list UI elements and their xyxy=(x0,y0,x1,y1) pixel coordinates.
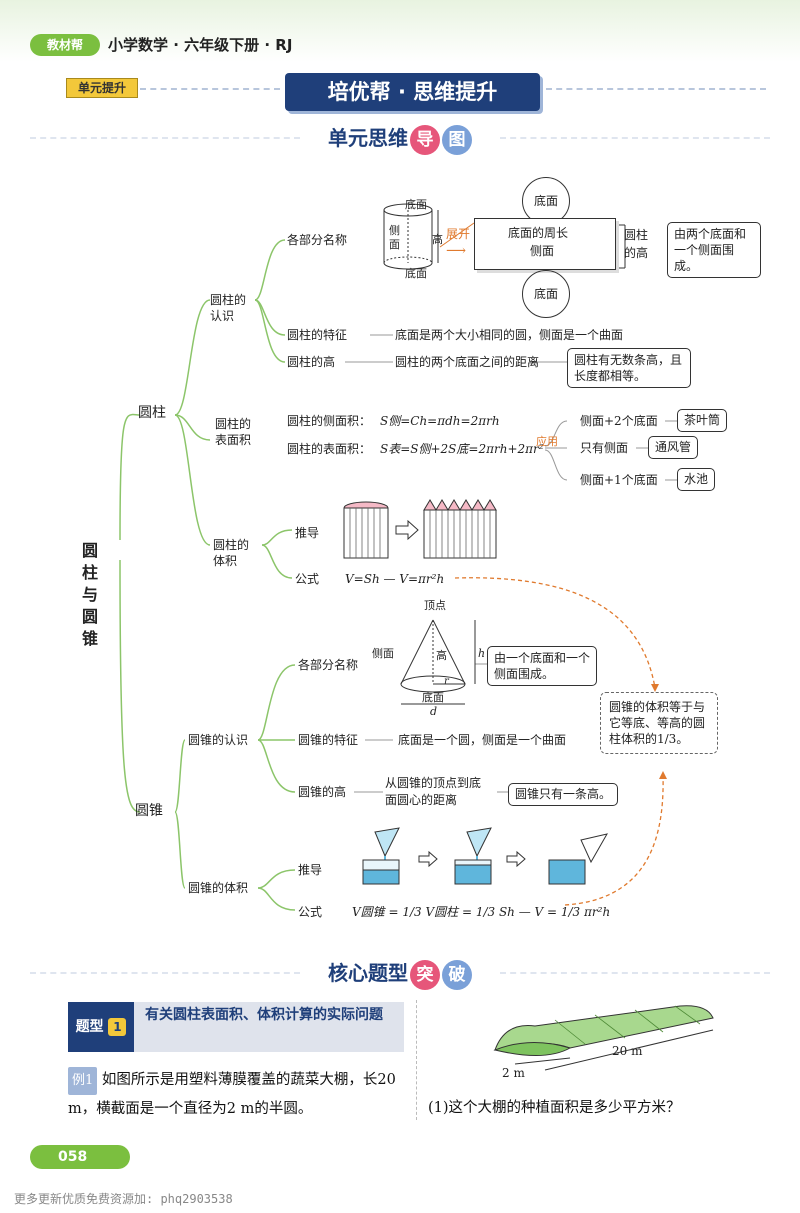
question-number: 1 xyxy=(108,1018,127,1036)
book-title: 小学数学 · 六年级下册 · RJ xyxy=(108,36,293,54)
brand-logo: 教材帮 xyxy=(30,34,100,56)
width-label: 2 m xyxy=(502,1066,525,1080)
page-banner: 培优帮 · 思维提升 xyxy=(285,73,540,111)
cone-figure xyxy=(400,619,476,705)
divider xyxy=(30,137,300,139)
divider xyxy=(546,88,766,90)
node-cyl-volume: 圆柱的体积 xyxy=(213,538,250,568)
cyl-height-text: 圆柱的两个底面之间的距离 xyxy=(395,355,540,369)
node-cyl-parts: 各部分名称 xyxy=(287,233,348,247)
node-cone-recognition: 圆锥的认识 xyxy=(188,733,249,747)
node-cone: 圆锥 xyxy=(135,803,163,819)
node-cyl-recognition: 圆柱的认识 xyxy=(210,293,247,323)
cyl-feature-text: 底面是两个大小相同的圆，侧面是一个曲面 xyxy=(395,328,624,342)
greenhouse-figure xyxy=(493,1005,714,1071)
section-title-mindmap: 单元思维导图 xyxy=(300,122,500,155)
example-body: 如图所示是用塑料薄膜覆盖的蔬菜大棚，长20 m，横截面是一个直径为2 m的半圆。 xyxy=(68,1072,396,1117)
cyl-height-note: 圆柱有无数条高，且长度都相等。 xyxy=(567,348,691,388)
section-title-text: 核心题型 xyxy=(328,961,408,985)
rect-bottom-circle: 底面 xyxy=(522,270,570,318)
section-title-core: 核心题型突破 xyxy=(300,957,500,990)
title-badge: 破 xyxy=(442,960,472,990)
node-cyl-area: 圆柱的表面积 xyxy=(215,417,252,447)
question-type-tag: 题型 1 xyxy=(68,1002,134,1052)
cyl-formula-label: 公式 xyxy=(295,572,320,586)
cyl-surface-label: 圆柱的表面积： xyxy=(287,442,372,456)
apply-label: 应用 xyxy=(536,435,558,448)
rect-circumference: 底面的周长 xyxy=(508,226,569,240)
title-badge: 突 xyxy=(410,960,440,990)
cyl-fig-height: 高 xyxy=(432,233,443,246)
cone-height-note: 圆锥只有一条高。 xyxy=(508,783,619,806)
cyl-side-area-label: 圆柱的侧面积： xyxy=(287,414,372,428)
cone-fig-r: r xyxy=(444,676,449,687)
header-band xyxy=(0,0,800,62)
unfolded-rectangle xyxy=(474,218,616,270)
title-badge: 图 xyxy=(442,125,472,155)
length-label: 20 m xyxy=(612,1044,643,1058)
example-text: 例1 如图所示是用塑料薄膜覆盖的蔬菜大棚，长20 m，横截面是一个直径为2 m的… xyxy=(68,1066,408,1123)
cyl-fig-top: 底面 xyxy=(405,198,427,211)
app2-label: 只有侧面 xyxy=(580,441,629,455)
cone-height-text2: 面圆心的距离 xyxy=(385,793,458,807)
cone-derive: 推导 xyxy=(298,863,323,877)
cone-fig-apex: 顶点 xyxy=(424,599,446,612)
unfold-label: 展开 xyxy=(446,227,471,241)
cyl-fig-bottom: 底面 xyxy=(405,267,427,280)
cone-derive-figure xyxy=(362,827,609,885)
cone-fig-base: 底面 xyxy=(422,691,444,704)
footer-note: 更多更新优质免费资源加: phq2903538 xyxy=(14,1192,233,1206)
cone-feature-text: 底面是一个圆，侧面是一个曲面 xyxy=(398,733,567,747)
divider xyxy=(500,972,770,974)
app2-example: 通风管 xyxy=(648,436,699,459)
node-cyl-height: 圆柱的高 xyxy=(287,355,336,369)
node-cone-height: 圆锥的高 xyxy=(298,785,347,799)
cyl-parts-note: 由两个底面和一个侧面围成。 xyxy=(667,222,761,278)
node-cyl-feature: 圆柱的特征 xyxy=(287,328,348,342)
rect-height-label: 圆柱的高 xyxy=(624,228,649,260)
sub-question-1: (1)这个大棚的种植面积是多少平方米？ xyxy=(428,1100,681,1116)
column-divider xyxy=(416,1000,417,1120)
question-tag-text: 题型 xyxy=(75,1019,104,1035)
cyl-surface-formula: S表=S侧+2S底=2πrh+2πr² xyxy=(380,442,544,456)
cone-height-text1: 从圆锥的顶点到底 xyxy=(385,776,482,790)
cone-parts-note: 由一个底面和一个侧面围成。 xyxy=(487,646,597,686)
cyl-volume-formula: V=Sh — V=πr²h xyxy=(345,572,445,586)
node-cone-parts: 各部分名称 xyxy=(298,658,359,672)
app3-example: 水池 xyxy=(677,468,716,491)
arrow-right-icon: ⟶ xyxy=(446,243,467,259)
cyl-fig-side: 侧面 xyxy=(389,224,400,251)
cone-formula-label: 公式 xyxy=(298,905,323,919)
title-badge: 导 xyxy=(410,125,440,155)
cylinder-figure xyxy=(383,203,475,270)
cone-fig-h: h xyxy=(478,647,486,660)
node-cone-feature: 圆锥的特征 xyxy=(298,733,359,747)
node-cone-volume: 圆锥的体积 xyxy=(188,881,249,895)
cylinder-derive-figure xyxy=(343,499,497,559)
cone-fig-height: 高 xyxy=(436,649,447,662)
section-title-text: 单元思维 xyxy=(328,126,408,150)
divider xyxy=(140,88,280,90)
example-tag: 例1 xyxy=(68,1067,98,1095)
app1-label: 侧面+2个底面 xyxy=(580,414,658,428)
page-number: 058 xyxy=(30,1145,130,1169)
cyl-derive: 推导 xyxy=(295,526,320,540)
app1-example: 茶叶筒 xyxy=(677,409,728,432)
question-title: 有关圆柱表面积、体积计算的实际问题 xyxy=(145,1007,383,1023)
cone-volume-relation: 圆锥的体积等于与它等底、等高的圆柱体积的1/3。 xyxy=(600,692,718,754)
unit-tag: 单元提升 xyxy=(66,78,138,98)
node-cylinder: 圆柱 xyxy=(138,405,166,421)
divider xyxy=(500,137,770,139)
root-node: 圆柱与圆锥 xyxy=(81,541,98,648)
cone-volume-formula: V圆锥 = 1/3 V圆柱 = 1/3 Sh — V = 1/3 πr²h xyxy=(352,905,611,919)
cone-fig-d: d xyxy=(430,705,438,718)
divider xyxy=(30,972,300,974)
cone-fig-side: 侧面 xyxy=(372,647,394,660)
cyl-side-area-formula: S侧=Ch=πdh=2πrh xyxy=(380,414,500,428)
rect-side: 侧面 xyxy=(530,244,555,258)
app3-label: 侧面+1个底面 xyxy=(580,473,658,487)
